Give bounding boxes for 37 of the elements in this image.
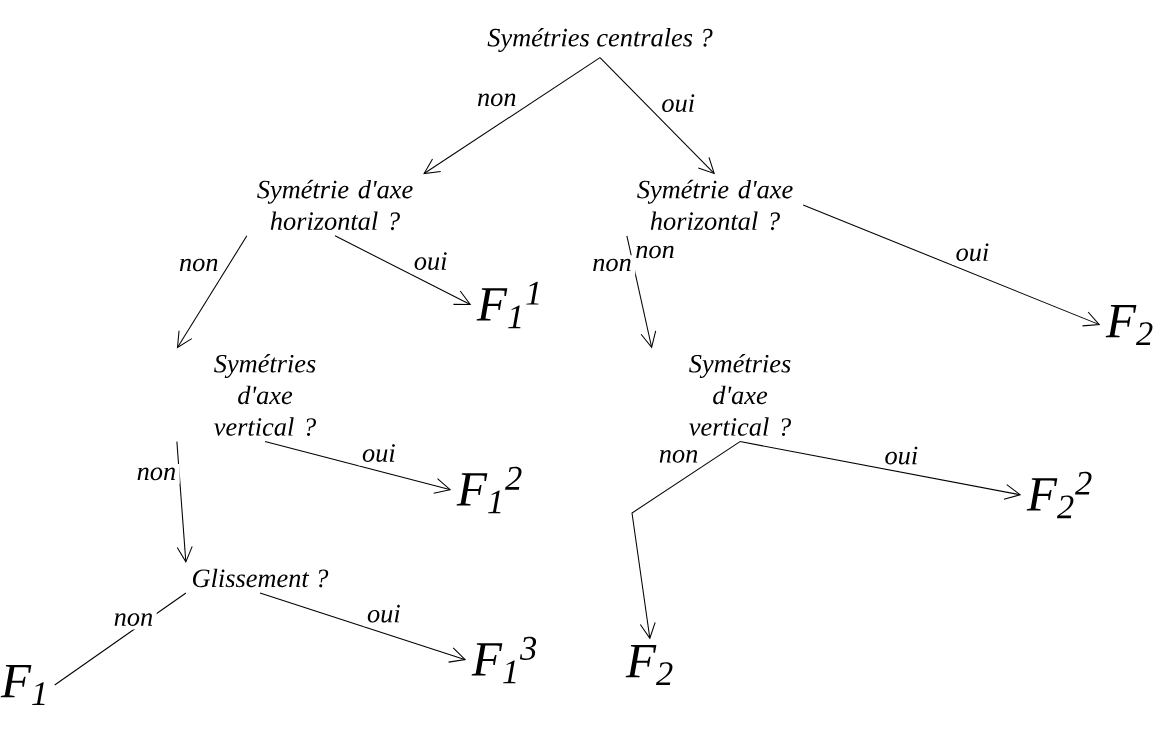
question-text: Symétries d'axe vertical ?: [689, 354, 792, 436]
edge-label: non: [175, 255, 223, 275]
question-text: Symétrie d'axe horizontal ?: [257, 179, 413, 231]
edge-label: non: [133, 464, 180, 484]
edge-label: oui: [952, 239, 993, 265]
arrow: [739, 441, 1022, 500]
arrow: [176, 441, 193, 564]
arrow: [176, 235, 248, 349]
arrow: [264, 441, 452, 494]
edge-label: oui: [358, 440, 400, 466]
edge-label: oui: [657, 90, 699, 116]
answer-text: non: [633, 243, 677, 261]
result-symbol: F$_{1}$2: [456, 466, 522, 514]
edge-label: non: [473, 90, 521, 110]
edge-label: oui: [363, 601, 405, 627]
edge-label: oui: [881, 443, 922, 468]
edge-label: non: [110, 609, 157, 630]
arrow: [631, 441, 741, 640]
edge-label: non: [588, 255, 636, 275]
edge-label: non: [655, 446, 702, 467]
result-symbol: F$_{1}$3: [471, 636, 537, 684]
question-text: Glissement ?: [193, 568, 329, 588]
result-symbol: F$_{2}$: [625, 645, 673, 685]
result-symbol: F$_{2}$2: [1026, 471, 1092, 519]
arrow: [334, 235, 472, 305]
arrow: [259, 592, 467, 663]
question-text: Symétries d'axe vertical ?: [214, 354, 317, 436]
result-symbol: F$_{1}$1: [476, 281, 539, 329]
result-symbol: F$_{2}$: [1105, 305, 1153, 345]
arrow: [423, 57, 601, 175]
arrow: [802, 204, 1101, 327]
question-text: Symétries centrales ?: [487, 28, 713, 52]
arrow: [626, 235, 657, 349]
arrow: [599, 57, 715, 175]
result-symbol: F$_{1}$: [0, 665, 45, 705]
question-text: Symétrie d'axe horizontal ?: [637, 179, 793, 231]
edge-label: oui: [410, 248, 451, 274]
